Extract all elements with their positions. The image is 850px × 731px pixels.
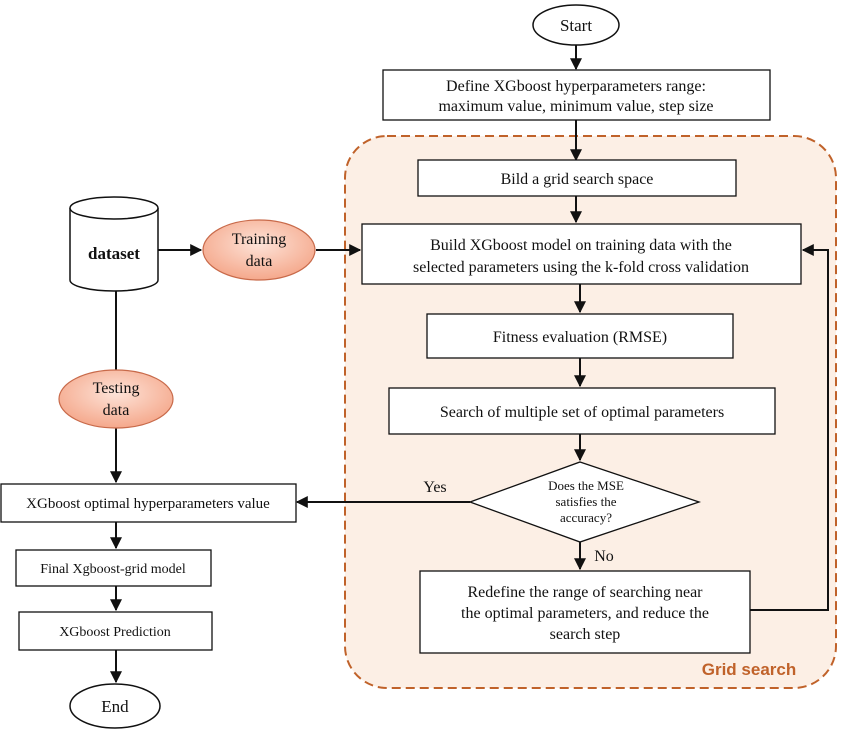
define-range-line-2: maximum value, minimum value, step size (438, 98, 713, 115)
search-sets-box (388, 387, 776, 435)
redefine-line-1: Redefine the range of searching near (468, 584, 704, 601)
start-label: Start (560, 16, 592, 35)
grid-space-box (417, 159, 737, 197)
testing-data-line-1: Testing (93, 380, 140, 397)
build-model-line-2: selected parameters using the k-fold cro… (413, 259, 749, 276)
define-range-line-1: Define XGboost hyperparameters range: (446, 78, 706, 95)
final-model-box (15, 549, 212, 587)
redefine-line-2: the optimal parameters, and reduce the (461, 605, 709, 622)
grid-space-label: Bild a grid search space (501, 171, 654, 188)
end-terminal (69, 683, 161, 729)
decision-line-2: satisfies the (555, 494, 616, 509)
training-data-line-2: data (246, 253, 273, 270)
yes-label: Yes (423, 479, 446, 496)
decision-line-1: Does the MSE (548, 478, 624, 493)
testing-data-line-2: data (103, 402, 130, 419)
build-model-line-1: Build XGboost model on training data wit… (430, 237, 732, 254)
fitness-box (426, 313, 734, 359)
decision-line-3: accuracy? (560, 510, 612, 525)
training-data-line-1: Training (232, 231, 287, 248)
end-label: End (101, 697, 129, 716)
search-sets-label: Search of multiple set of optimal parame… (440, 404, 724, 421)
start-terminal (532, 4, 620, 46)
redefine-line-3: search step (550, 626, 621, 643)
fitness-label: Fitness evaluation (RMSE) (493, 329, 667, 346)
decision-diamond (468, 461, 702, 543)
prediction-box (18, 611, 213, 651)
optimal-value-box (0, 483, 297, 523)
dataset-cylinder (69, 196, 159, 292)
dataset-label: dataset (88, 244, 140, 263)
final-model-label: Final Xgboost-grid model (40, 562, 186, 577)
redefine-box (419, 570, 751, 654)
define-range-box (382, 69, 771, 121)
prediction-label: XGboost Prediction (59, 625, 171, 640)
edge-redefine-loop (750, 244, 829, 611)
build-model-box (361, 223, 802, 285)
testing-data-ellipse (58, 369, 174, 429)
no-label: No (594, 548, 614, 565)
training-data-ellipse (202, 219, 316, 281)
grid-search-label: Grid search (702, 660, 797, 679)
optimal-value-label: XGboost optimal hyperparameters value (26, 496, 270, 512)
